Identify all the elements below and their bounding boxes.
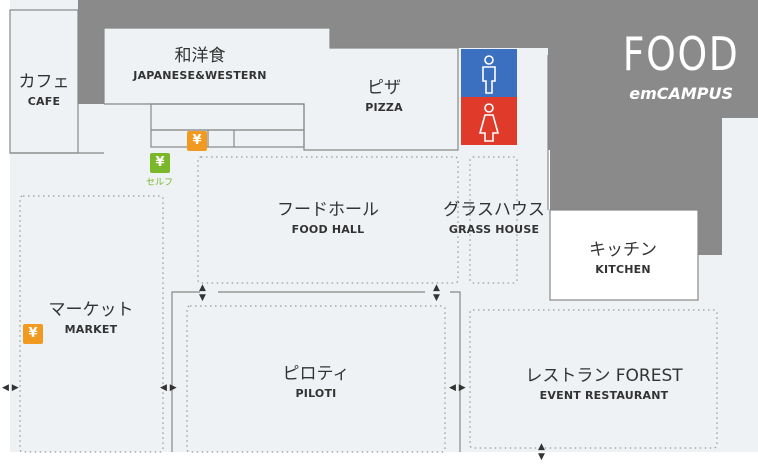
brand-subtitle: emCAMPUS (629, 84, 734, 103)
piloti-area (186, 305, 446, 453)
grass-house-area (469, 156, 518, 284)
entrance-arrow-icon: ◀ ▶ (2, 383, 19, 393)
entrance-arrow-icon: ◀ ▶ (449, 383, 466, 393)
building-outline (78, 0, 758, 255)
entrance-arrow-icon: ◀ ▶ (160, 383, 177, 393)
yen-register-icon: ¥ (23, 324, 43, 344)
kitchen-room (549, 209, 699, 301)
self-register-label: セルフ (146, 178, 174, 188)
forest-area (469, 309, 718, 449)
yen-register-icon: ¥ (187, 131, 207, 151)
yen-self-register-icon: ¥ (150, 153, 170, 173)
male-restroom-icon (461, 48, 517, 98)
brand-title: FOOD (622, 27, 740, 81)
counter-bottom (150, 129, 305, 148)
brand-logo: FOOD emCAMPUS (610, 28, 752, 104)
food-hall-area (197, 156, 459, 284)
female-restroom-icon (461, 96, 517, 146)
entrance-arrow-icon: ▲▼ (199, 283, 206, 303)
entrance-arrow-icon: ▲▼ (538, 442, 545, 462)
entrance-arrow-icon: ▲▼ (433, 283, 440, 303)
